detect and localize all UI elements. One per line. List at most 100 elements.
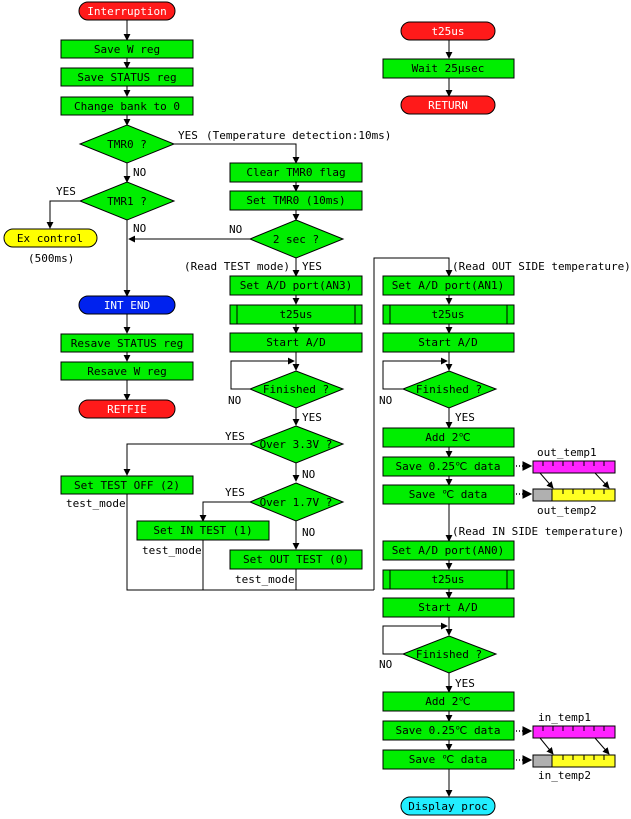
label-no-finished-out: NO	[379, 394, 392, 407]
svg-text:INT END: INT END	[104, 299, 150, 312]
svg-text:Save 0.25℃ data: Save 0.25℃ data	[395, 724, 500, 737]
label-ex-control-time: (500ms)	[28, 252, 74, 265]
svg-text:Start A/D: Start A/D	[418, 601, 478, 614]
svg-text:TMR1 ?: TMR1 ?	[107, 195, 147, 208]
process-save-c-out: Save ℃ data	[382, 484, 515, 505]
process-start-ad-out: Start A/D	[382, 332, 515, 353]
process-resave-w: Resave W reg	[60, 361, 194, 381]
decision-finished-in: Finished ?	[401, 635, 498, 674]
svg-text:Start A/D: Start A/D	[418, 336, 478, 349]
svg-text:Wait 25µsec: Wait 25µsec	[412, 62, 485, 75]
subroutine-t25us-test: t25us	[229, 304, 363, 325]
terminal-return: RETURN	[400, 95, 496, 115]
svg-text:Over 1.7V ?: Over 1.7V ?	[260, 496, 333, 509]
label-yes-1-7v: YES	[225, 486, 245, 499]
process-set-out-test: Set OUT TEST (0)	[229, 549, 363, 570]
svg-text:Add 2℃: Add 2℃	[425, 431, 470, 444]
label-no-tmr1: NO	[133, 222, 146, 235]
svg-text:Clear TMR0 flag: Clear TMR0 flag	[246, 166, 345, 179]
decision-over-3-3v: Over 3.3V ?	[248, 425, 345, 464]
svg-text:2 sec ?: 2 sec ?	[273, 233, 319, 246]
label-yes-tmr0: YES	[178, 129, 198, 142]
process-change-bank: Change bank to 0	[60, 96, 194, 116]
process-clear-tmr0: Clear TMR0 flag	[229, 162, 363, 183]
svg-text:Set TMR0 (10ms): Set TMR0 (10ms)	[246, 194, 345, 207]
process-save-025c-out: Save 0.25℃ data	[382, 456, 515, 477]
process-wait-25us: Wait 25µsec	[382, 58, 515, 79]
label-test-mode-off: test_mode	[66, 497, 126, 510]
process-set-in-test: Set IN TEST (1)	[136, 520, 270, 541]
label-temp-detection: (Temperature detection:10ms)	[206, 129, 391, 142]
process-save-025c-in: Save 0.25℃ data	[382, 720, 515, 741]
label-yes-finished-out: YES	[455, 411, 475, 424]
label-out-temp1: out_temp1	[537, 446, 597, 459]
svg-text:Save STATUS reg: Save STATUS reg	[77, 71, 176, 84]
process-start-ad-in: Start A/D	[382, 597, 515, 618]
svg-text:t25us: t25us	[431, 573, 464, 586]
label-no-finished-in: NO	[379, 658, 392, 671]
decision-finished-out: Finished ?	[401, 370, 498, 409]
svg-text:Change bank to 0: Change bank to 0	[74, 100, 180, 113]
svg-text:Set A/D port(AN0): Set A/D port(AN0)	[392, 544, 505, 557]
label-yes-finished-in: YES	[455, 677, 475, 690]
terminal-t25us: t25us	[400, 21, 496, 41]
process-set-ad-an1: Set A/D port(AN1)	[382, 275, 515, 296]
svg-text:RETURN: RETURN	[428, 99, 468, 112]
svg-text:Set IN TEST (1): Set IN TEST (1)	[153, 524, 252, 537]
subroutine-t25us-out: t25us	[382, 304, 515, 325]
label-test-mode-out: test_mode	[235, 573, 295, 586]
label-yes-tmr1: YES	[56, 185, 76, 198]
register-out-temp2	[532, 488, 616, 502]
terminal-int-end: INT END	[78, 295, 176, 315]
svg-text:Resave W reg: Resave W reg	[87, 365, 166, 378]
register-out-temp1	[532, 460, 616, 474]
terminal-retfie: RETFIE	[78, 399, 176, 419]
svg-text:Resave STATUS reg: Resave STATUS reg	[71, 337, 184, 350]
register-in-shift-arrows	[539, 737, 610, 755]
svg-text:t25us: t25us	[279, 308, 312, 321]
label-no-tmr0: NO	[133, 166, 146, 179]
svg-text:Start A/D: Start A/D	[266, 336, 326, 349]
label-yes-finished-test: YES	[302, 411, 322, 424]
label-read-test-mode: (Read TEST mode)	[184, 260, 290, 273]
process-save-status: Save STATUS reg	[60, 67, 194, 87]
register-in-temp1	[532, 725, 616, 739]
decision-finished-test: Finished ?	[248, 370, 345, 409]
process-add-2c-in: Add 2℃	[382, 691, 515, 712]
label-yes-2sec: YES	[302, 260, 322, 273]
svg-text:Save W reg: Save W reg	[94, 43, 160, 56]
process-save-w: Save W reg	[60, 39, 194, 59]
label-no-2sec: NO	[229, 223, 242, 236]
terminal-interruption: Interruption	[78, 1, 176, 21]
svg-text:Display proc: Display proc	[408, 800, 487, 813]
svg-text:TMR0 ?: TMR0 ?	[107, 138, 147, 151]
svg-text:Finished ?: Finished ?	[416, 383, 482, 396]
svg-text:Set TEST OFF (2): Set TEST OFF (2)	[74, 479, 180, 492]
svg-text:Ex control: Ex control	[17, 232, 83, 245]
svg-text:t25us: t25us	[431, 25, 464, 38]
process-set-tmr0: Set TMR0 (10ms)	[229, 190, 363, 211]
subroutine-t25us-in: t25us	[382, 569, 515, 590]
svg-text:t25us: t25us	[431, 308, 464, 321]
process-set-ad-an3: Set A/D port(AN3)	[229, 275, 363, 296]
process-save-c-in: Save ℃ data	[382, 749, 515, 770]
label-out-temp2: out_temp2	[537, 504, 597, 517]
decision-over-1-7v: Over 1.7V ?	[248, 482, 345, 522]
process-resave-status: Resave STATUS reg	[60, 333, 194, 353]
register-in-temp2	[532, 754, 616, 768]
svg-text:Interruption: Interruption	[87, 5, 166, 18]
register-out-shift-arrows	[539, 472, 610, 489]
svg-text:Add 2℃: Add 2℃	[425, 695, 470, 708]
connectors	[46, 20, 533, 797]
terminal-display-proc: Display proc	[400, 796, 496, 816]
decision-tmr0: TMR0 ?	[78, 124, 176, 164]
svg-text:Set A/D port(AN3): Set A/D port(AN3)	[240, 279, 353, 292]
svg-text:Over 3.3V ?: Over 3.3V ?	[260, 438, 333, 451]
label-in-temp1: in_temp1	[538, 711, 591, 724]
svg-text:Save 0.25℃ data: Save 0.25℃ data	[395, 460, 500, 473]
label-yes-3-3v: YES	[225, 430, 245, 443]
label-no-1-7v: NO	[302, 526, 315, 539]
terminal-ex-control: Ex control	[3, 228, 98, 248]
process-add-2c-out: Add 2℃	[382, 427, 515, 448]
